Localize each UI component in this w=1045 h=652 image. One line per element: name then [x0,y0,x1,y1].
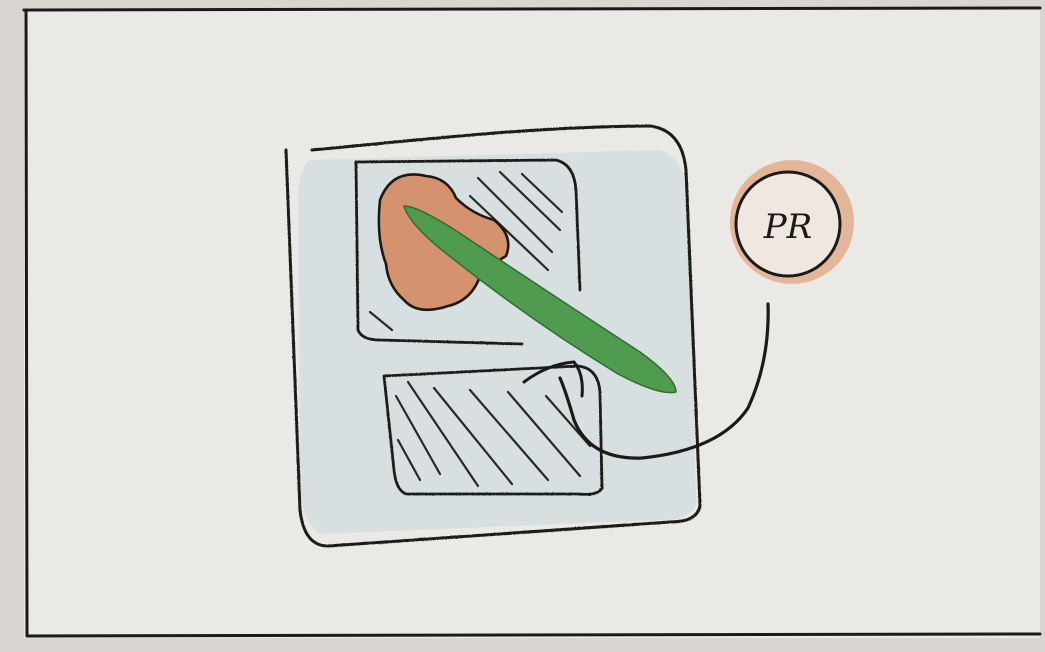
device-frame [286,126,700,546]
badge-initials: PR [763,207,812,247]
user-badge: PR [730,160,854,284]
